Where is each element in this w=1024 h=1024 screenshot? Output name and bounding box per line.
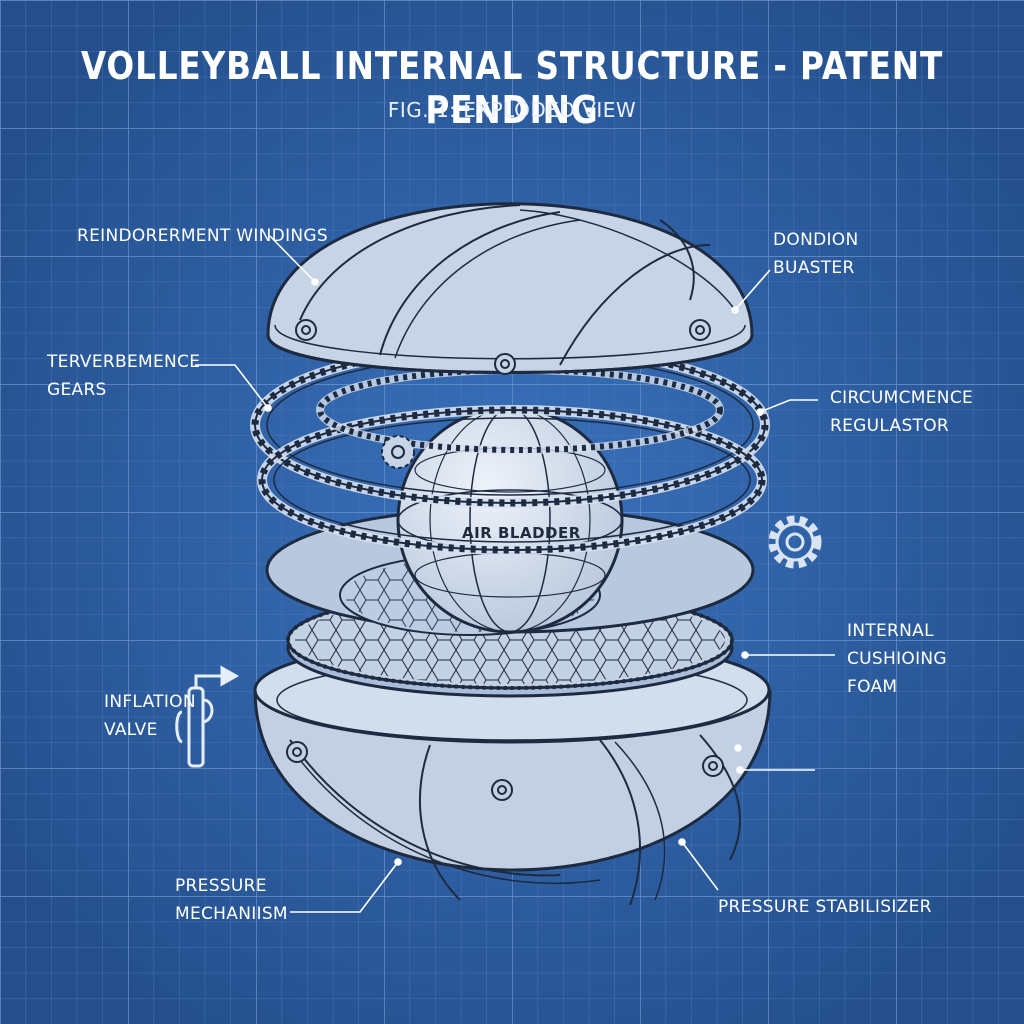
page-title: VOLLEYBALL INTERNAL STRUCTURE - PATENT P…: [80, 44, 944, 132]
label-tervebemence-gears: TERVERBEMENCE GEARS: [47, 352, 201, 400]
top-hemisphere: [266, 202, 754, 375]
leader-lines: [195, 235, 835, 913]
air-bladder-sphere: [396, 406, 624, 634]
figure-subtitle: FIG. 1: EXPLODED VIEW: [387, 98, 637, 122]
gear-icon: [768, 515, 822, 569]
label-internal-cushioning-foam: INTERNAL CUSHIOING FOAM: [847, 621, 947, 697]
label-pressure-stabilizer: PRESSURE STABILISIZER: [718, 897, 932, 917]
label-pressure-mechanism: PRESSURE MECHANIISM: [175, 876, 288, 924]
label-donion-buaster: DONDION BUASTER: [773, 230, 859, 278]
pump-icon: [175, 665, 240, 768]
label-reinforcement-windings: REINDORERMENT WINDINGS: [77, 226, 328, 246]
label-air-bladder: AIR BLADDER: [462, 524, 581, 542]
label-circumcmence-regulator: CIRCUMCMENCE REGULASTOR: [830, 388, 974, 436]
small-gear: [381, 435, 415, 469]
label-inflation-valve: INFLATION VALVE: [104, 692, 196, 740]
